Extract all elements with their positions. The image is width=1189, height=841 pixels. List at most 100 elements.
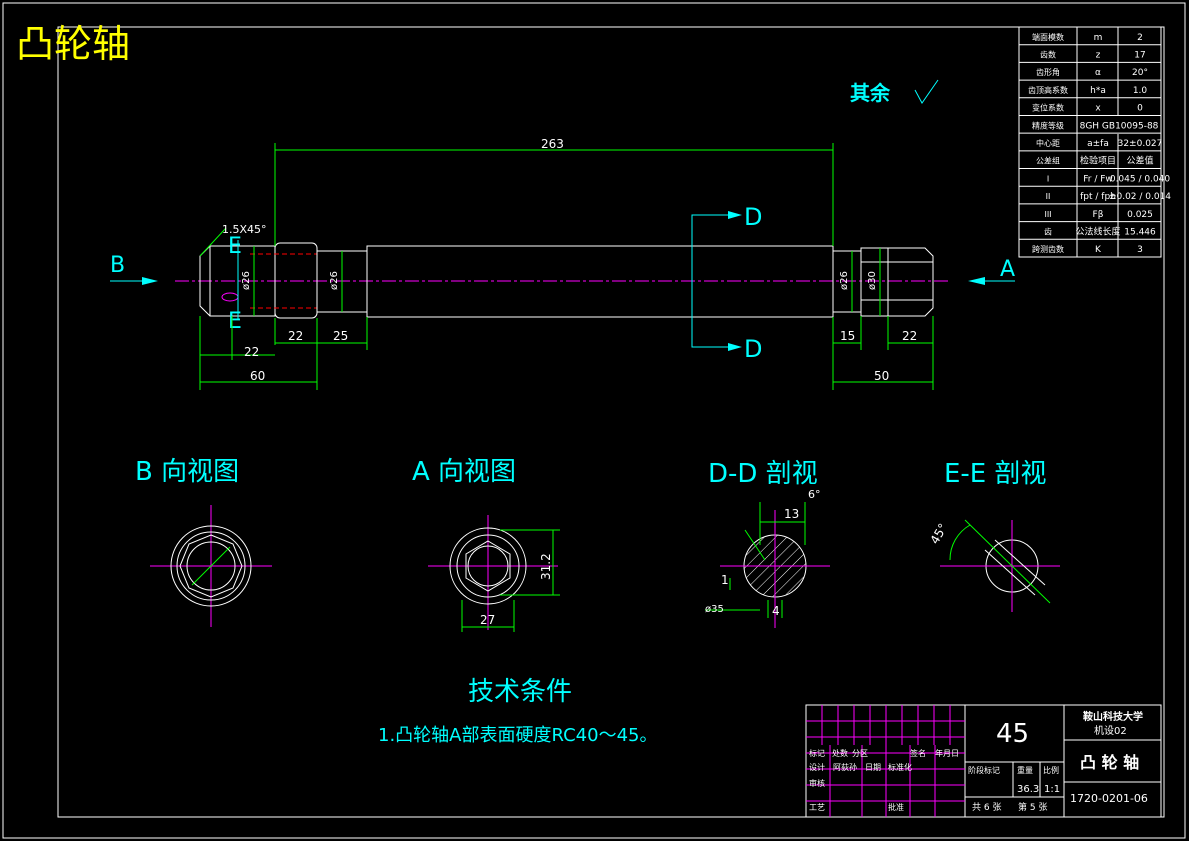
tb-material: 45 <box>996 719 1029 749</box>
param-symbol: K <box>1095 245 1102 255</box>
tb-role-label: 标准化 <box>888 762 912 772</box>
param-symbol: 检验项目 <box>1080 155 1116 167</box>
tb-row-label: 签名 <box>910 748 926 758</box>
tb-role-label: 设计 <box>809 762 825 772</box>
tb-role-label: 日期 <box>865 763 881 772</box>
shaft-main-view <box>175 242 950 319</box>
param-symbol: z <box>1096 51 1101 61</box>
view-marker-a: A <box>1000 257 1015 282</box>
tb-drawing-no: 1720-0201-06 <box>1070 792 1148 805</box>
section-markers: B A D D E E <box>110 203 1015 363</box>
dd-dim-13: 13 <box>784 507 799 521</box>
param-value: 3 <box>1137 245 1143 255</box>
section-d-bottom: D <box>744 335 762 363</box>
param-value: 32±0.027 <box>1118 139 1163 149</box>
dim-50: 50 <box>874 369 889 383</box>
view-marker-b: B <box>110 253 125 278</box>
title-block <box>805 704 1162 818</box>
param-value: 0.045 / 0.040 <box>1110 174 1171 184</box>
dim-dia-mid: ø26 <box>329 271 340 290</box>
a-dim-312: 31.2 <box>539 553 553 580</box>
param-value: 0.025 <box>1127 210 1153 220</box>
tb-role-label: 审核 <box>809 778 825 788</box>
param-value: ±0.02 / 0.014 <box>1109 192 1171 202</box>
param-symbol: 公法线长度 <box>1075 225 1120 237</box>
ee-dim-45: 45° <box>927 521 950 546</box>
param-symbol: h*a <box>1090 86 1106 96</box>
tb-role-label: 工艺 <box>809 803 825 812</box>
ee-section-drawing <box>940 519 1060 612</box>
param-value: 1.0 <box>1133 86 1148 96</box>
dd-section-title: D-D 剖视 <box>708 459 818 489</box>
param-label: 跨测齿数 <box>1032 244 1064 254</box>
tb-row-label: 年月日 <box>935 748 959 758</box>
param-symbol: Fr / Fw <box>1083 174 1113 184</box>
dim-dia-left: ø26 <box>241 271 252 290</box>
tb-row-label: 处数 <box>832 748 848 758</box>
keyhole <box>221 292 239 302</box>
param-value: 公差值 <box>1126 155 1153 167</box>
tb-row-label: 分区 <box>852 749 868 758</box>
b-view-drawing <box>150 505 272 627</box>
param-label: 齿 <box>1044 227 1052 236</box>
dim-15: 15 <box>840 329 855 343</box>
param-table <box>1018 26 1162 258</box>
section-e-bottom: E <box>228 309 242 334</box>
dim-25: 25 <box>333 329 348 343</box>
param-symbol: x <box>1095 104 1101 114</box>
param-label: 精度等级 <box>1032 120 1064 130</box>
roughness-note: 其余 <box>850 81 891 105</box>
dim-22a: 22 <box>244 345 259 359</box>
section-d-top: D <box>744 203 762 231</box>
a-view-drawing <box>428 515 560 632</box>
tb-sheet-no: 第 5 张 <box>1018 801 1047 813</box>
dd-dim-4: 4 <box>772 604 780 618</box>
dd-dim-6deg: 6° <box>808 488 821 501</box>
tb-stage-header: 重量 <box>1017 765 1033 775</box>
dim-22c: 22 <box>902 329 917 343</box>
param-value: 2 <box>1137 33 1143 43</box>
param-symbol: 8GH GB10095-88 <box>1080 121 1159 131</box>
ee-section-title: E-E 剖视 <box>944 459 1047 489</box>
tb-school: 鞍山科技大学 <box>1083 710 1143 723</box>
tech-note: 1.凸轮轴A部表面硬度RC40～45。 <box>378 725 657 746</box>
dim-22b: 22 <box>288 329 303 343</box>
roughness-symbol-icon <box>914 79 939 104</box>
param-label: II <box>1046 192 1051 201</box>
param-symbol: a±fa <box>1087 139 1109 149</box>
tech-title: 技术条件 <box>468 677 572 707</box>
param-value: 15.446 <box>1124 227 1156 237</box>
dim-dia-right2: ø30 <box>867 271 878 290</box>
tb-row-label: 标记 <box>809 748 825 758</box>
dd-section-drawing <box>705 502 830 628</box>
dim-dia-right1: ø26 <box>839 271 850 290</box>
tb-stage-header: 阶段标记 <box>968 765 1000 775</box>
param-label: 齿顶高系数 <box>1028 85 1068 95</box>
tb-sheets: 共 6 张 <box>972 802 1001 813</box>
param-label: 端面模数 <box>1032 32 1064 42</box>
param-symbol: α <box>1095 68 1101 78</box>
tb-role-label: 阿荻孙 <box>833 762 857 772</box>
dim-overall: 263 <box>541 137 564 151</box>
a-view-title: A 向视图 <box>412 457 516 487</box>
tb-part-name: 凸 轮 轴 <box>1080 753 1139 772</box>
b-view-title: B 向视图 <box>135 457 239 487</box>
inner-border <box>57 26 1165 818</box>
param-symbol: fpt / fpb <box>1080 192 1116 202</box>
param-label: III <box>1044 210 1051 219</box>
param-value: 20° <box>1132 68 1148 78</box>
param-label: 变位系数 <box>1032 103 1064 113</box>
tb-stage-header: 比例 <box>1043 765 1059 775</box>
section-e-top: E <box>228 234 242 259</box>
dim-60: 60 <box>250 369 265 383</box>
param-symbol: m <box>1094 33 1103 43</box>
tb-role-label: 批准 <box>888 802 904 812</box>
param-label: I <box>1047 174 1049 183</box>
param-label: 齿形角 <box>1036 67 1060 77</box>
tb-weight: 36.3 <box>1017 784 1039 795</box>
a-dim-27: 27 <box>480 613 495 627</box>
dimension-lines <box>199 143 934 390</box>
